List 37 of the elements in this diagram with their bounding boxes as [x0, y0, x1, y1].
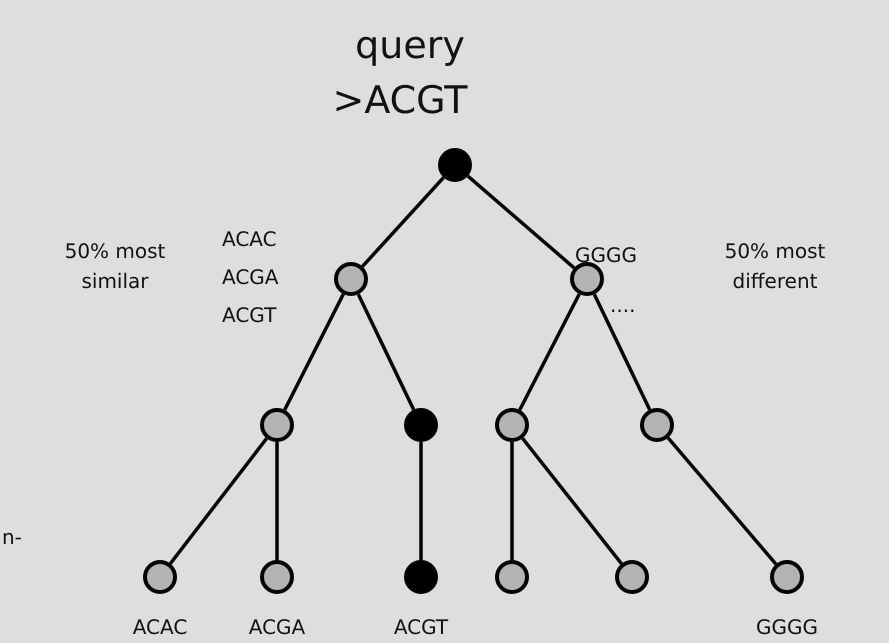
tree-branch	[518, 293, 581, 411]
tree-node-circle	[770, 560, 804, 594]
sequence-label: ....	[610, 292, 636, 319]
sequence-label: GGGG	[755, 614, 819, 641]
tree-branch	[419, 442, 423, 560]
tree-node-circle	[404, 560, 438, 594]
tree-node-circle	[143, 560, 177, 594]
tree-node-circle	[640, 408, 674, 442]
sequence-label: ACGA	[248, 614, 306, 641]
tree-node-circle	[334, 262, 368, 296]
tree-node-circle	[404, 408, 438, 442]
tree-node-circle	[570, 262, 604, 296]
tree-branch	[510, 442, 514, 560]
tree-node-circle	[260, 408, 294, 442]
note-text: 50% most similar	[64, 238, 166, 295]
tree-node-circle	[260, 560, 294, 594]
sequence-label: GGGG	[575, 242, 638, 269]
tree-branch	[466, 174, 576, 270]
tree-branch	[592, 294, 652, 410]
tree-node-circle	[495, 408, 529, 442]
tree-branch	[168, 437, 268, 565]
tree-node-circle	[438, 148, 472, 182]
sequence-label: ACAC ACGA ACGT	[222, 226, 280, 329]
sequence-label: >ACGT	[331, 77, 468, 124]
sequence-label: ACGT	[392, 614, 450, 641]
tree-branch	[275, 442, 279, 560]
tree-branch	[361, 176, 445, 268]
note-text: n-	[2, 524, 23, 551]
note-text: 50% most different	[724, 238, 826, 295]
tree-node-circle	[495, 560, 529, 594]
tree-node-circle	[615, 560, 649, 594]
tree-branch	[521, 437, 623, 565]
tree-branch	[283, 293, 345, 411]
tree-branch	[356, 294, 416, 410]
tree-branch	[666, 436, 778, 566]
sequence-label: query	[354, 22, 466, 69]
sequence-label: ACAC	[132, 614, 188, 641]
